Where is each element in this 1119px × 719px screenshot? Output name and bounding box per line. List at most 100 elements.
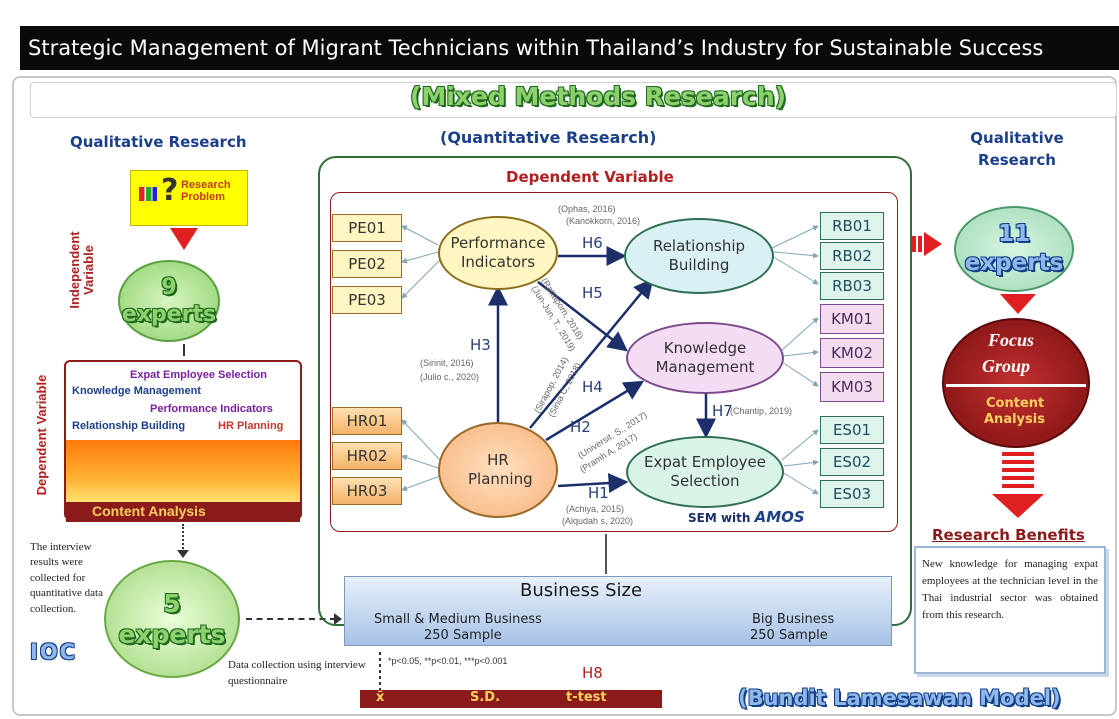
performance-indicators-label: Performance Indicators bbox=[450, 234, 546, 271]
right-qualitative-heading: Qualitative Research bbox=[952, 128, 1082, 172]
research-problem-box: ? Research Problem bbox=[130, 170, 248, 226]
pe02-box: PE02 bbox=[332, 250, 402, 278]
km01-box: KM01 bbox=[820, 304, 884, 334]
h1-label: H1 bbox=[588, 484, 609, 502]
knowledge-management-label: Knowledge Management bbox=[655, 339, 755, 376]
h7-label: H7 bbox=[712, 402, 733, 420]
h7-cite: (Chantip, 2019) bbox=[730, 406, 793, 416]
benefits-box bbox=[914, 546, 1106, 674]
hr-planning-label: HR Planning bbox=[468, 451, 533, 488]
data-collection-note: Data collection using interview question… bbox=[228, 659, 366, 687]
pe01-box: PE01 bbox=[332, 214, 402, 242]
content-label: Content bbox=[986, 396, 1045, 411]
rb02-box: RB02 bbox=[820, 242, 884, 270]
five-experts-label: 5 experts bbox=[118, 588, 226, 649]
var-knowledge: Knowledge Management bbox=[72, 385, 201, 397]
knowledge-management-node: Knowledge Management bbox=[626, 322, 784, 394]
expat-employee-selection-label: Expat Employee Selection bbox=[643, 453, 766, 490]
hypothesis-paths bbox=[488, 246, 716, 494]
research-problem-label: Research Problem bbox=[181, 179, 231, 204]
small-business-label: Small & Medium Business bbox=[374, 612, 542, 627]
km02-box: KM02 bbox=[820, 338, 884, 368]
benefits-text: New knowledge for managing expat employe… bbox=[922, 558, 1098, 622]
hr03-box: HR03 bbox=[332, 477, 402, 505]
model-name: (Bundit Lamesawan Model) bbox=[738, 686, 1061, 710]
sem-amos-label: SEM with AMOS bbox=[688, 508, 805, 526]
mixed-methods-title: (Mixed Methods Research) bbox=[410, 82, 787, 111]
significance-note: *p<0.05, **p<0.01, ***p<0.001 bbox=[388, 656, 508, 666]
title-bar: Strategic Management of Migrant Technici… bbox=[20, 26, 1119, 70]
focus-divider bbox=[946, 384, 1086, 387]
right-qualitative-text: Qualitative Research bbox=[970, 129, 1064, 169]
amos-text: AMOS bbox=[754, 508, 805, 526]
left-qualitative-heading: Qualitative Research bbox=[70, 133, 247, 151]
content-analysis-bar bbox=[66, 502, 300, 522]
group-label: Group bbox=[982, 356, 1031, 376]
business-size-title: Business Size bbox=[520, 580, 643, 601]
h3-cite-1: (Sirinit, 2016) bbox=[420, 358, 474, 368]
var-relationship: Relationship Building bbox=[72, 420, 186, 432]
chart-icon bbox=[139, 187, 157, 201]
h2-label: H2 bbox=[570, 418, 591, 436]
top-whitespace bbox=[0, 0, 1119, 26]
h3-label: H3 bbox=[470, 336, 491, 354]
big-business-label: Big Business bbox=[752, 612, 835, 627]
hr-planning-node: HR Planning bbox=[438, 422, 558, 518]
right-down-arrow-2 bbox=[992, 452, 1044, 518]
es01-box: ES01 bbox=[820, 416, 884, 444]
es03-box: ES03 bbox=[820, 480, 884, 508]
relationship-building-label: Relationship Building bbox=[652, 237, 746, 274]
rb03-box: RB03 bbox=[820, 272, 884, 300]
stat-mean: x̄ bbox=[376, 690, 385, 705]
eleven-experts-node: 11 experts bbox=[954, 206, 1074, 292]
model-frame bbox=[330, 192, 898, 532]
focus-group-node bbox=[942, 318, 1090, 448]
h8-label: H8 bbox=[582, 664, 603, 682]
five-experts-node: 5 experts bbox=[104, 560, 240, 678]
stat-ttest: t-test bbox=[566, 690, 607, 705]
ioc-label: IOC bbox=[30, 640, 78, 664]
performance-indicators-node: Performance Indicators bbox=[438, 216, 558, 290]
h3-cite-2: (Julio c., 2020) bbox=[420, 372, 480, 382]
interview-note: The interview results were collected for… bbox=[30, 541, 103, 615]
dependent-variable-heading: Dependent Variable bbox=[506, 168, 674, 186]
indicator-lines bbox=[401, 225, 819, 495]
sem-text: SEM with bbox=[688, 511, 755, 525]
eleven-experts-label: 11 experts bbox=[964, 221, 1064, 276]
right-red-arrow bbox=[912, 232, 942, 256]
h5-label: H5 bbox=[582, 284, 603, 302]
var-expat: Expat Employee Selection bbox=[130, 369, 267, 381]
hr01-box: HR01 bbox=[332, 407, 402, 435]
down-arrow-1 bbox=[170, 228, 198, 250]
h6-cite-2: (Kanokkorn, 2016) bbox=[566, 216, 641, 226]
es02-box: ES02 bbox=[820, 448, 884, 476]
small-business-sample: 250 Sample bbox=[424, 628, 502, 643]
mixed-methods-band bbox=[30, 82, 1117, 118]
dashed-connector-arrowhead bbox=[334, 613, 342, 625]
center-up-line bbox=[605, 534, 607, 574]
h1-cite-1: (Achiya, 2015) bbox=[566, 504, 625, 514]
dashed-connector-right bbox=[246, 618, 336, 620]
hr02-box: HR02 bbox=[332, 442, 402, 470]
h6-cite-1: (Ophas, 2016) bbox=[558, 204, 616, 214]
right-down-arrow-1 bbox=[1000, 294, 1036, 314]
content-analysis-label: Content Analysis bbox=[92, 503, 206, 519]
var-performance: Performance Indicators bbox=[150, 403, 273, 415]
big-business-sample: 250 Sample bbox=[750, 628, 828, 643]
dotted-down-arrowhead bbox=[177, 550, 189, 558]
km03-box: KM03 bbox=[820, 372, 884, 402]
pe03-box: PE03 bbox=[332, 286, 402, 314]
var-hr-planning: HR Planning bbox=[218, 420, 284, 432]
diagram-frame bbox=[12, 76, 1117, 716]
h1-cite-2: (Alqudah s, 2020) bbox=[562, 516, 634, 526]
h4-label: H4 bbox=[582, 378, 603, 396]
dotted-down-arrow bbox=[182, 524, 184, 552]
analysis-label: Analysis bbox=[984, 412, 1045, 427]
gradient-bar bbox=[66, 440, 300, 502]
h6-label: H6 bbox=[582, 234, 603, 252]
focus-label: Focus bbox=[988, 330, 1035, 350]
stats-bar bbox=[360, 690, 662, 708]
quantitative-heading: (Quantitative Research) bbox=[440, 128, 657, 147]
rb01-box: RB01 bbox=[820, 212, 884, 240]
nine-experts-node: 9 experts bbox=[118, 260, 220, 342]
